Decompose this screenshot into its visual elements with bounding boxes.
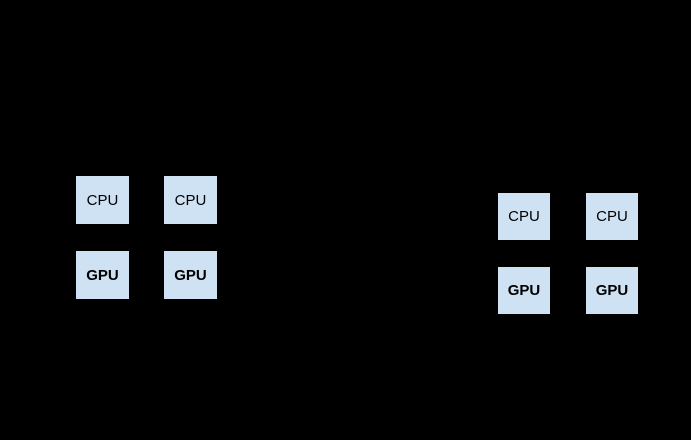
right-gpu-box-2: GPU: [586, 267, 638, 314]
left-gpu-box-2: GPU: [164, 251, 217, 299]
left-cpu-box-2: CPU: [164, 176, 217, 224]
right-cpu-box-1: CPU: [498, 193, 550, 240]
left-cpu-box-1: CPU: [76, 176, 129, 224]
right-cpu-box-2: CPU: [586, 193, 638, 240]
left-gpu-box-1: GPU: [76, 251, 129, 299]
right-gpu-box-1: GPU: [498, 267, 550, 314]
